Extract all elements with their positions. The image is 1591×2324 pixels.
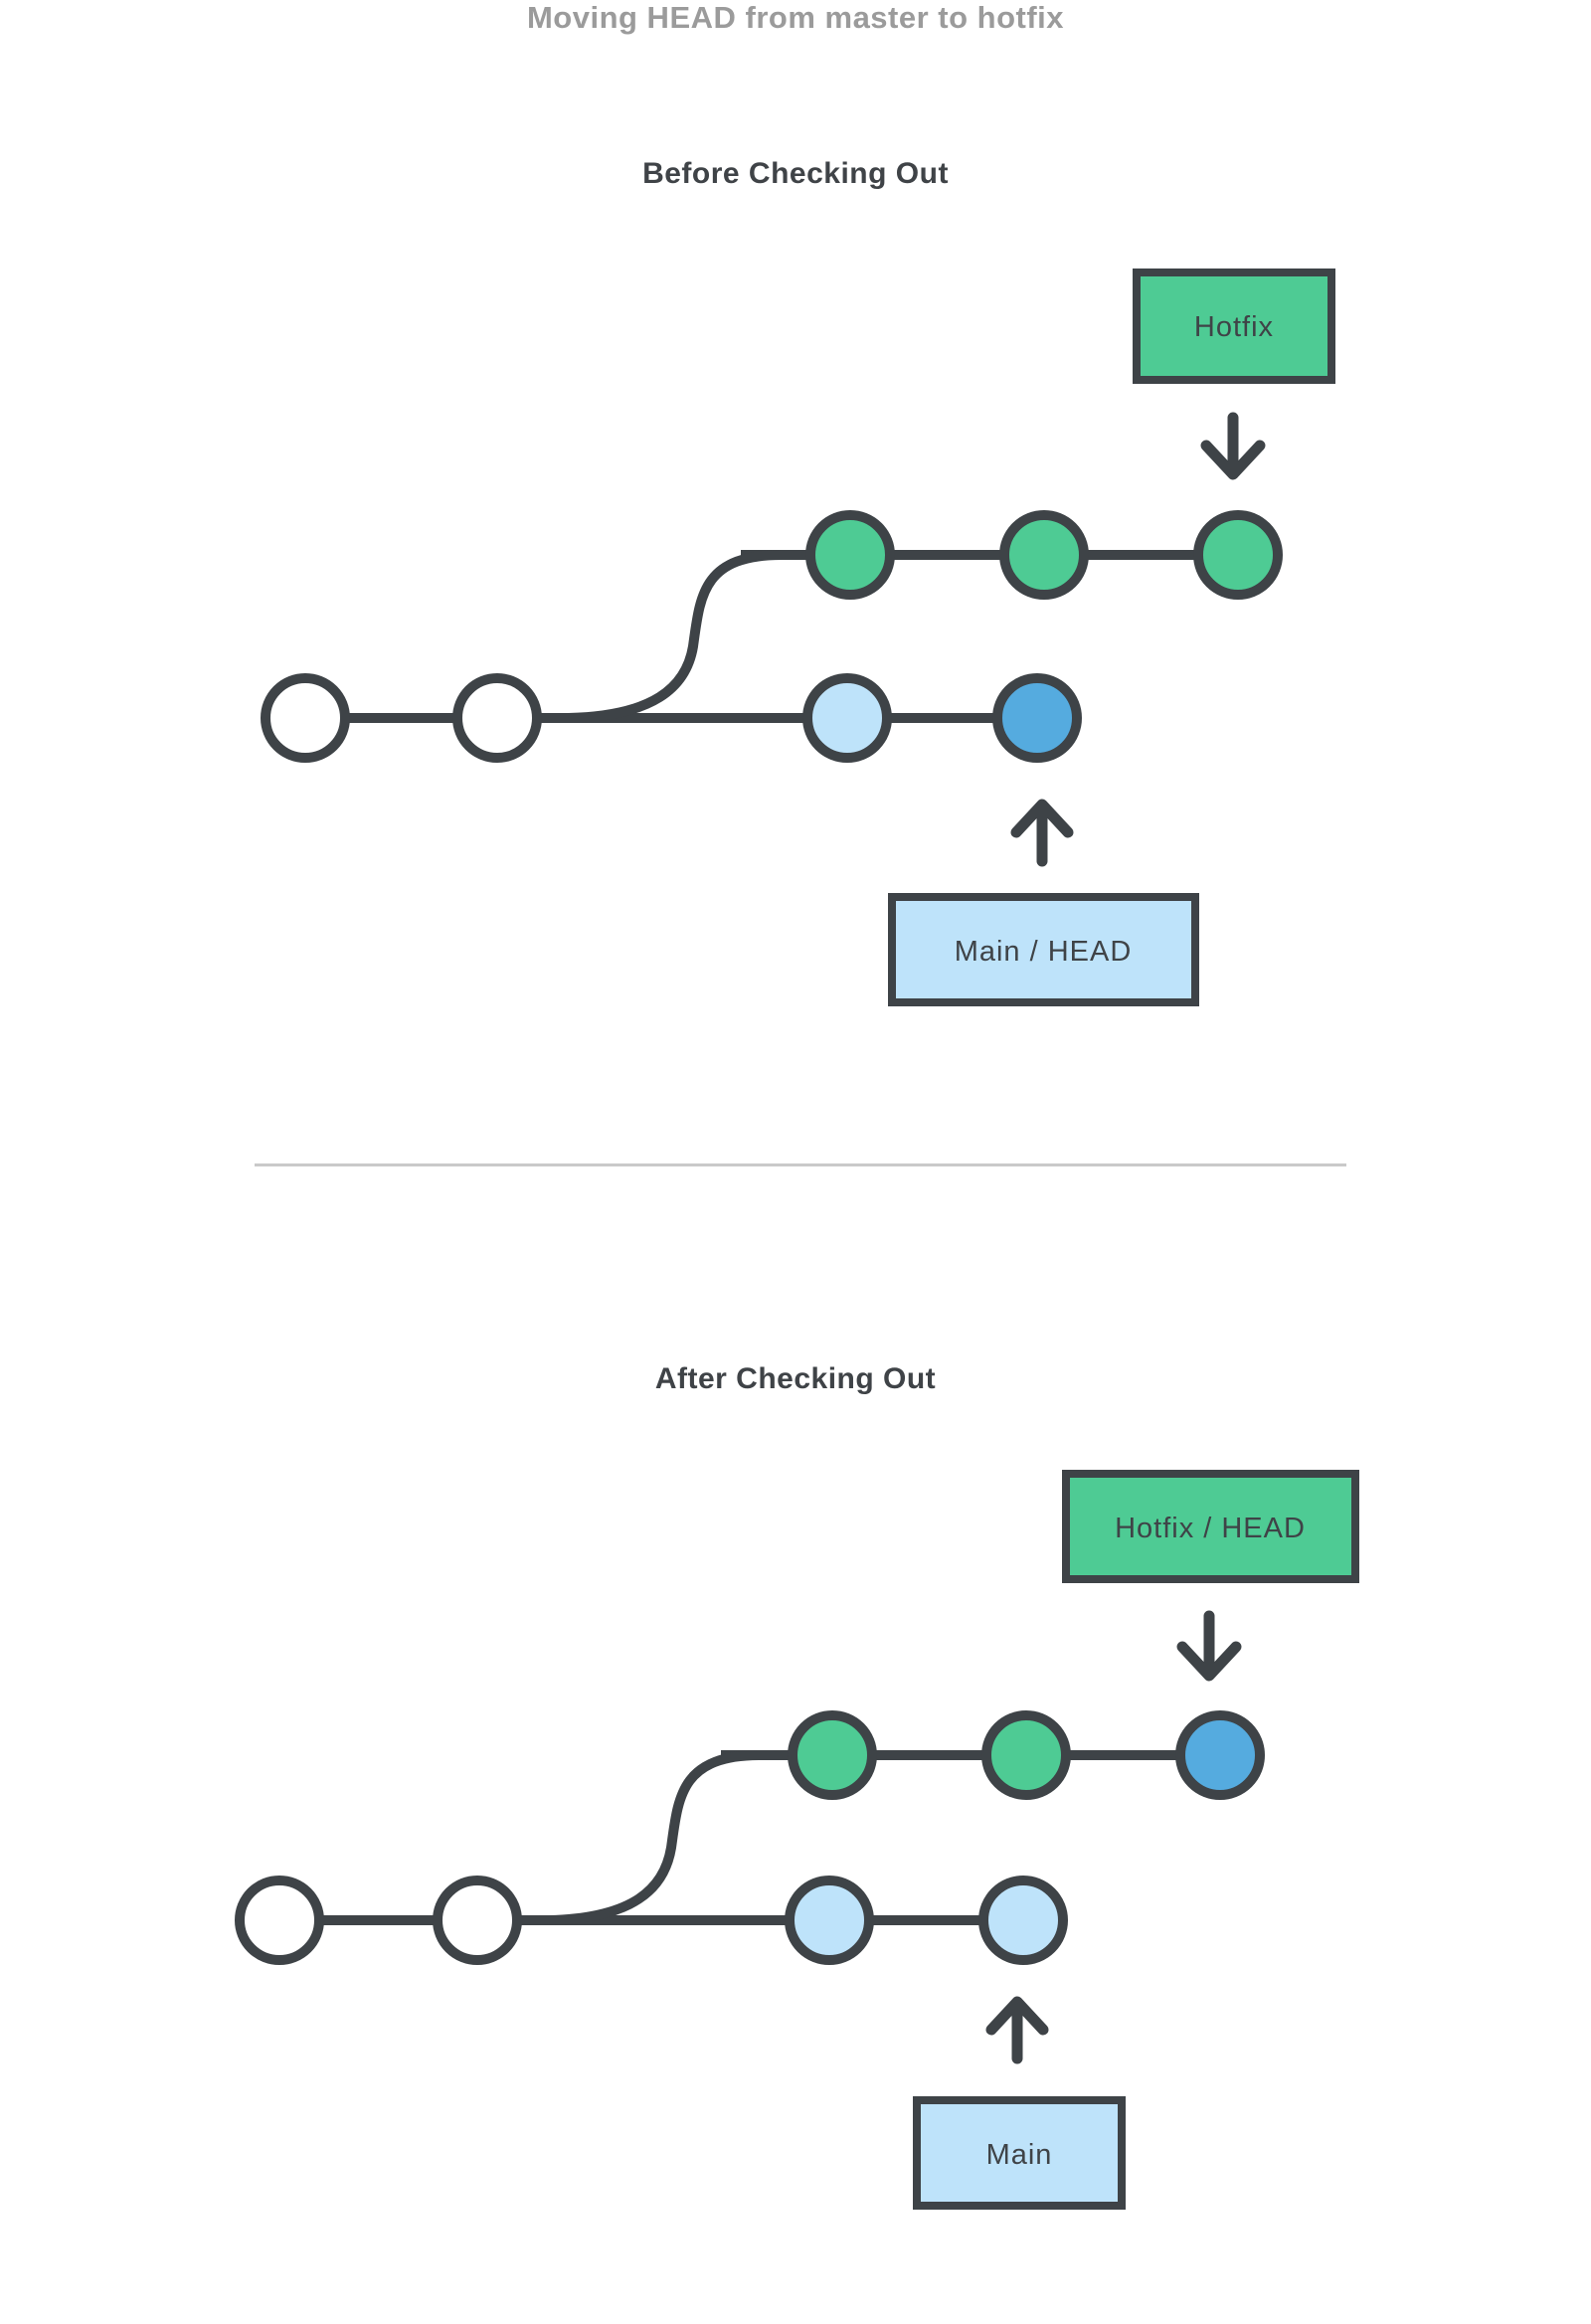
before-branch-curve: [568, 550, 783, 723]
page-title: Moving HEAD from master to hotfix: [526, 0, 1065, 35]
before-main-label-text: Main / HEAD: [955, 936, 1133, 968]
after-main-commit-3: [785, 1876, 874, 1965]
before-diagram: Hotfix Main / HEAD: [261, 268, 1335, 1006]
section-divider: [255, 1163, 1346, 1166]
after-hotfix-label-text: Hotfix / HEAD: [1115, 1513, 1306, 1544]
after-down-arrow-icon: [1176, 1610, 1242, 1682]
after-main-commit-1: [235, 1876, 324, 1965]
after-up-arrow-icon: [985, 1996, 1049, 2064]
after-hotfix-label-box: [1062, 1470, 1359, 1583]
before-hotfix-label-text: Hotfix: [1194, 311, 1274, 343]
after-main-label-box: [913, 2096, 1126, 2210]
before-hotfix-commit-1: [805, 510, 895, 600]
before-main-commit-4-head: [992, 673, 1082, 763]
after-hotfix-commit-2: [981, 1710, 1071, 1800]
before-section-heading: Before Checking Out: [642, 157, 949, 190]
after-main-commit-4: [978, 1876, 1068, 1965]
after-main-commit-2: [433, 1876, 522, 1965]
before-up-arrow-icon: [1010, 799, 1074, 867]
before-hotfix-commit-3: [1193, 510, 1283, 600]
before-down-arrow-icon: [1200, 412, 1266, 480]
after-hotfix-commit-1: [788, 1710, 877, 1800]
before-main-label-box: [888, 893, 1199, 1006]
after-section-heading: After Checking Out: [654, 1362, 937, 1395]
before-main-commit-3: [802, 673, 892, 763]
after-branch-curve: [548, 1750, 761, 1925]
after-hotfix-commit-3-head: [1175, 1710, 1265, 1800]
before-main-commit-1: [261, 673, 350, 763]
before-hotfix-commit-2: [999, 510, 1089, 600]
before-hotfix-label-box: [1133, 268, 1335, 384]
before-main-commit-2: [452, 673, 542, 763]
after-main-label-text: Main: [986, 2139, 1053, 2171]
after-diagram: Hotfix / HEAD Main: [235, 1470, 1359, 2210]
